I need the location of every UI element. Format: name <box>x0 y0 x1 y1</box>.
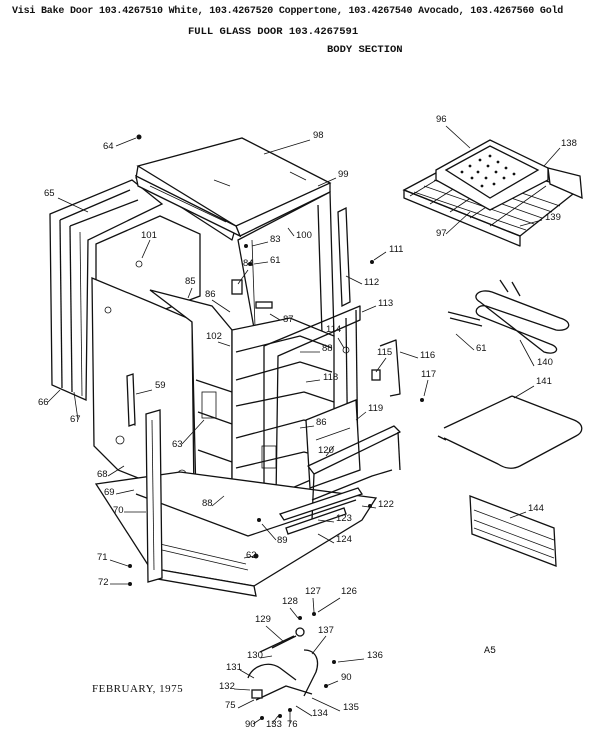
callout-61: 61 <box>270 255 281 266</box>
callout-129: 129 <box>255 614 271 625</box>
callout-89: 89 <box>277 535 288 546</box>
callout-137: 137 <box>318 625 334 636</box>
callout-112: 112 <box>364 277 379 288</box>
callout-141: 141 <box>536 376 552 387</box>
callout-62: 62 <box>246 550 257 561</box>
callout-65: 65 <box>44 188 55 199</box>
callout-71: 71 <box>97 552 108 563</box>
callout-115: 115 <box>377 347 392 358</box>
callout-116: 116 <box>420 350 435 361</box>
callout-97: 97 <box>436 228 447 239</box>
callout-70: 70 <box>113 505 124 516</box>
callout-131: 131 <box>226 662 242 673</box>
drawer-panel <box>469 495 557 567</box>
callout-127: 127 <box>305 586 321 597</box>
callout-126: 126 <box>341 586 357 597</box>
callout-86: 86 <box>316 417 327 428</box>
callout-88: 88 <box>202 498 213 509</box>
callout-119: 119 <box>368 403 383 414</box>
callout-134: 134 <box>312 708 328 719</box>
callout-88: 88 <box>322 343 333 354</box>
callout-90: 90 <box>245 719 256 730</box>
callout-99: 99 <box>338 169 349 180</box>
callout-130: 130 <box>247 650 263 661</box>
callout-61: 61 <box>476 343 487 354</box>
callout-67: 67 <box>70 414 81 425</box>
callout-118: 118 <box>323 372 338 383</box>
callout-101: 101 <box>141 230 157 241</box>
door-model-header: FULL GLASS DOOR 103.4267591 <box>188 26 359 38</box>
callout-83: 83 <box>270 234 281 245</box>
broil-element <box>437 395 583 469</box>
callout-144: 144 <box>528 503 544 514</box>
section-title: BODY SECTION <box>327 44 403 56</box>
callout-136: 136 <box>367 650 383 661</box>
callout-111: 111 <box>389 244 403 255</box>
callout-132: 132 <box>219 681 235 692</box>
callout-123: 123 <box>336 513 352 524</box>
callout-114: 114 <box>326 324 341 335</box>
date-footer: FEBRUARY, 1975 <box>92 683 184 695</box>
callout-117: 117 <box>421 369 436 380</box>
callout-133: 133 <box>266 719 282 730</box>
callout-63: 63 <box>172 439 183 450</box>
callout-68: 68 <box>97 469 108 480</box>
callout-76: 76 <box>287 719 298 730</box>
callout-72: 72 <box>98 577 109 588</box>
page-code: A5 <box>484 646 497 657</box>
callout-85: 85 <box>185 276 196 287</box>
broiler-pan-assembly <box>402 139 583 247</box>
callout-84: 84 <box>243 258 254 269</box>
oven-body <box>49 134 424 597</box>
callout-64: 64 <box>103 141 114 152</box>
callout-102: 102 <box>206 331 222 342</box>
callout-69: 69 <box>104 487 115 498</box>
callout-139: 139 <box>545 212 561 223</box>
callout-98: 98 <box>313 130 324 141</box>
bake-element-assembly <box>447 279 570 354</box>
callout-113: 113 <box>378 298 393 309</box>
callout-122: 122 <box>378 499 394 510</box>
callout-100: 100 <box>296 230 312 241</box>
callout-90: 90 <box>341 672 352 683</box>
part-number-callouts: 64 98 99 65 101 83 100 61 84 111 85 86 112 113 87 114 10… <box>38 114 577 730</box>
leader-lines <box>47 125 561 725</box>
callout-75: 75 <box>225 700 236 711</box>
callout-96: 96 <box>436 114 447 125</box>
callout-87: 87 <box>283 314 294 325</box>
callout-140: 140 <box>537 357 553 368</box>
callout-120: 120 <box>318 445 334 456</box>
callout-124: 124 <box>336 534 352 545</box>
callout-138: 138 <box>561 138 577 149</box>
callout-66: 66 <box>38 397 49 408</box>
callout-135: 135 <box>343 702 359 713</box>
callout-59: 59 <box>155 380 166 391</box>
callout-86: 86 <box>205 289 216 300</box>
callout-128: 128 <box>282 596 298 607</box>
model-list-header: Visi Bake Door 103.4267510 White, 103.42… <box>12 6 564 17</box>
